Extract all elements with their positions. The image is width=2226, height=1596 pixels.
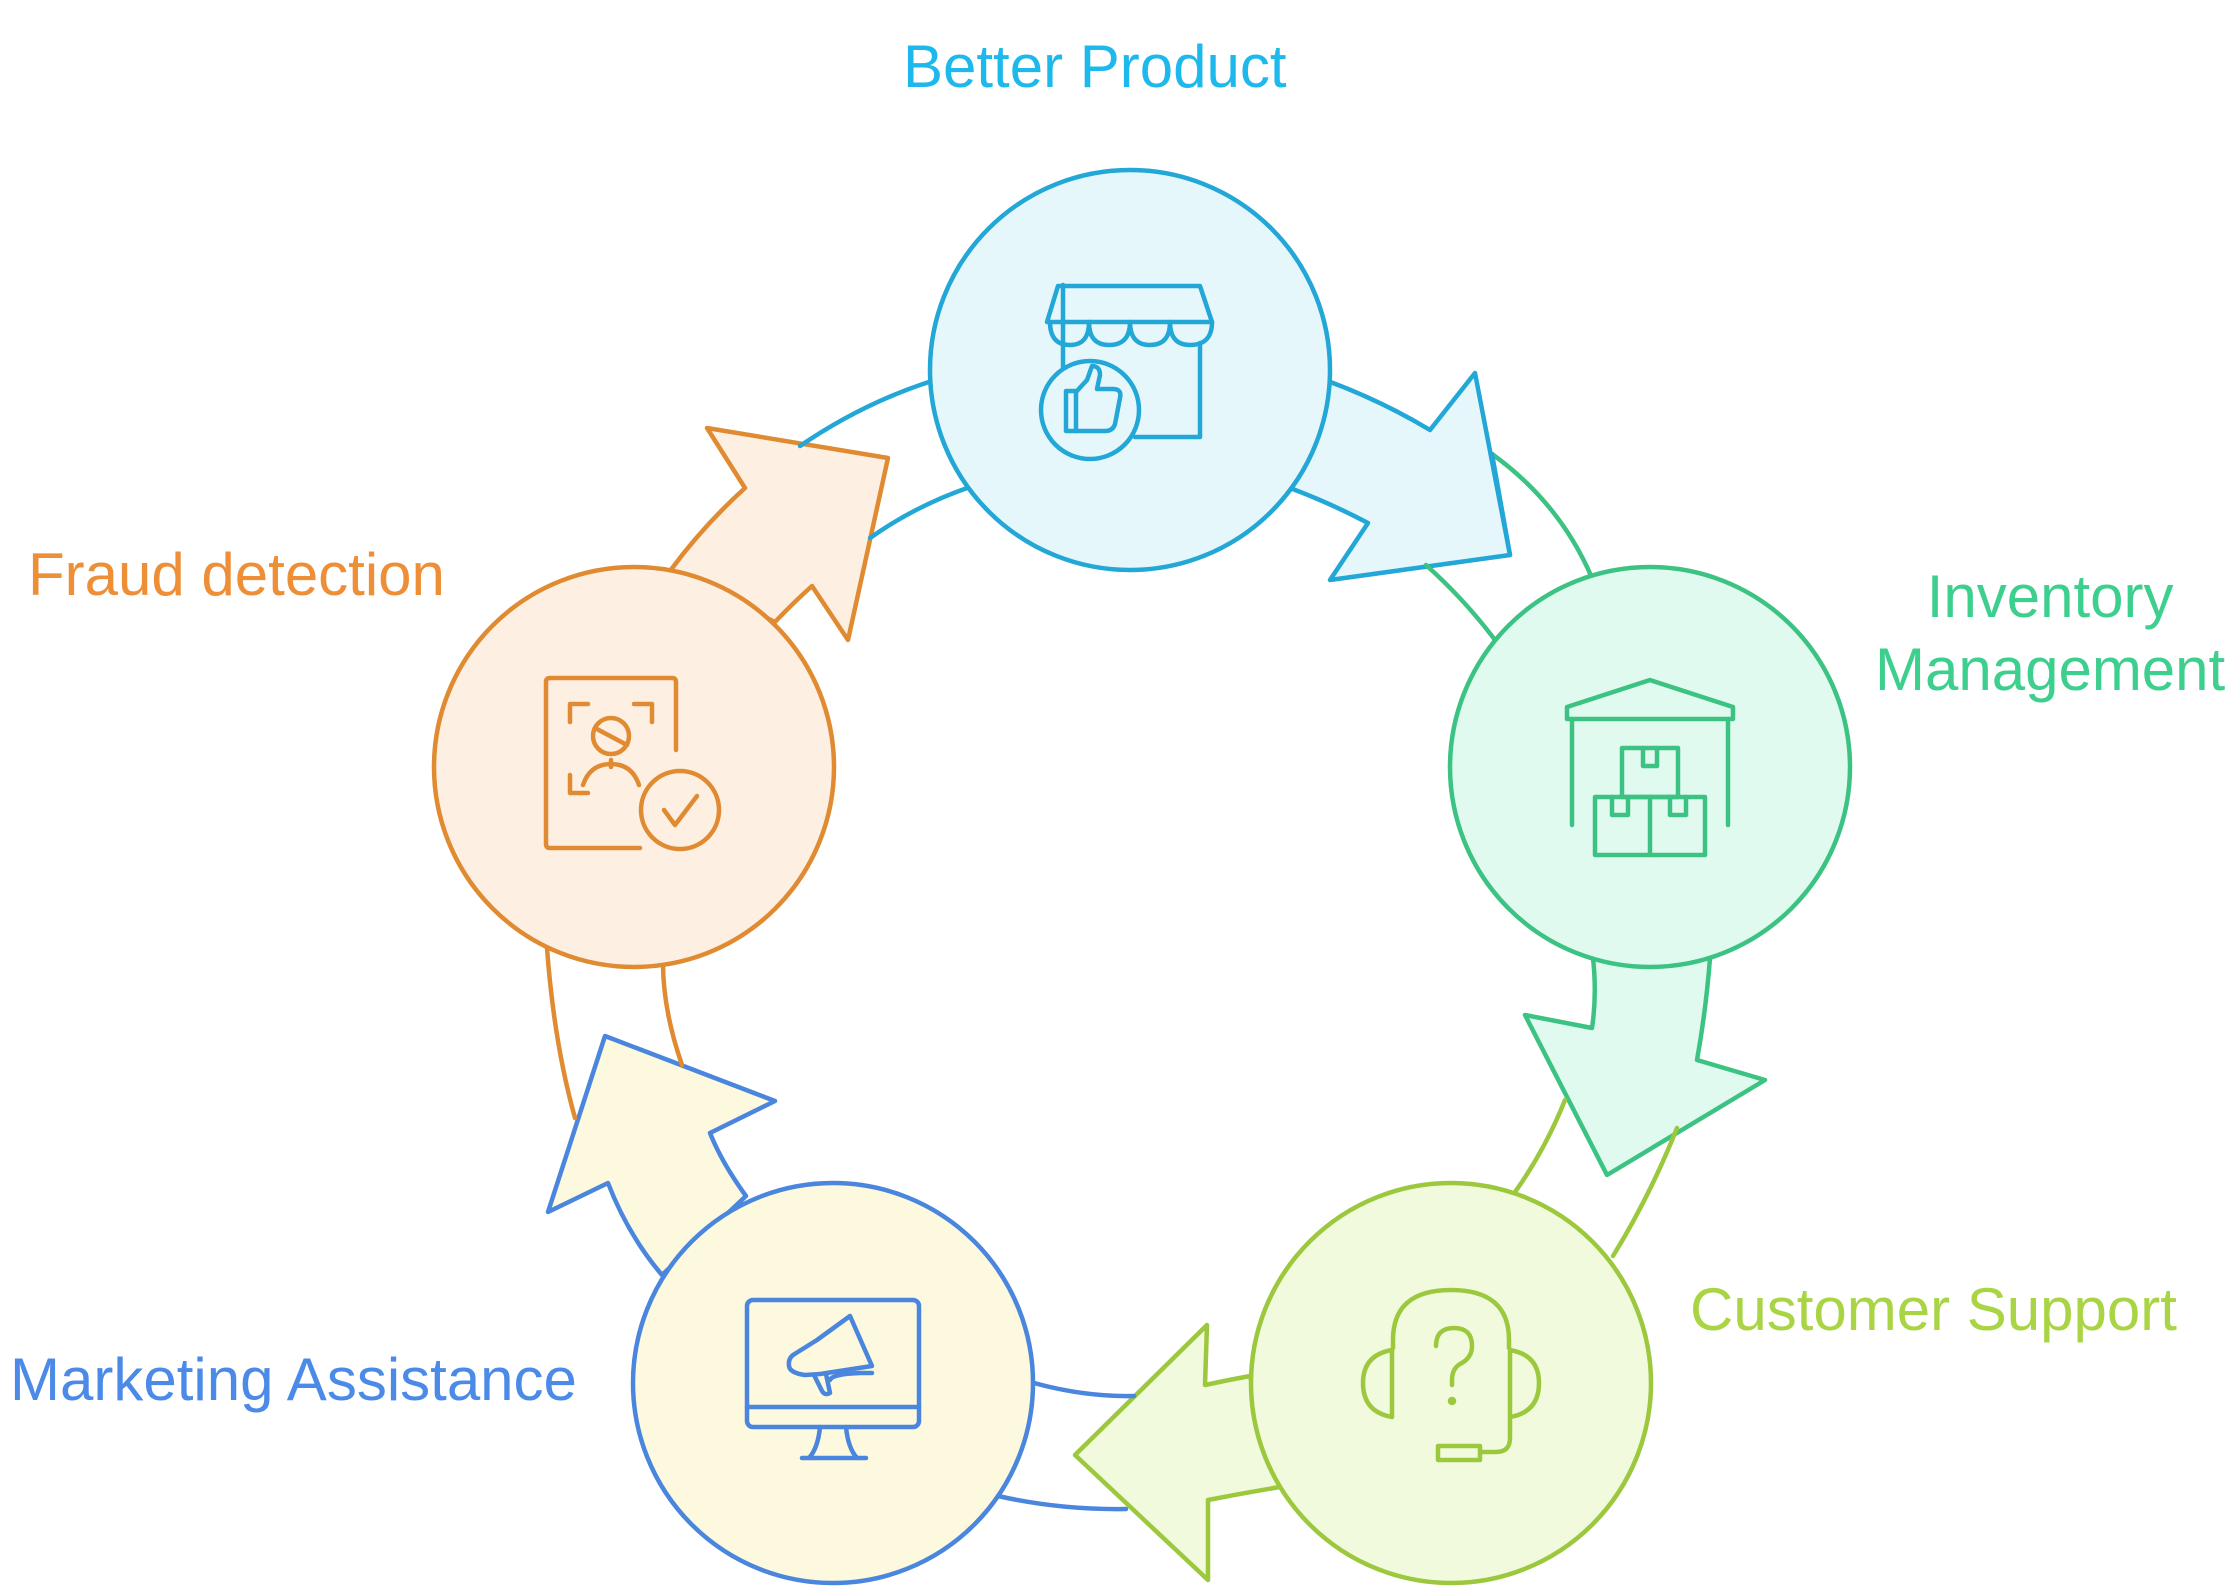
label-fraud-detection: Fraud detection (28, 541, 445, 608)
label-customer-support: Customer Support (1690, 1276, 2177, 1343)
node-circle-better-product (927, 167, 1333, 573)
label-better-product: Better Product (903, 33, 1287, 100)
node-circle-fraud-detection (431, 564, 837, 970)
headset-question-icon (1360, 1287, 1542, 1463)
arrow-inventory-to-customer-support (1512, 955, 1768, 1259)
label-marketing-assistance: Marketing Assistance (10, 1346, 577, 1413)
storefront-thumbs-up-icon (1038, 282, 1215, 462)
label-inventory-management: Inventory Management (1875, 560, 2225, 706)
label-inventory-line-1: Inventory (1926, 563, 2174, 630)
arrow-marketing-to-fraud-detection (544, 945, 778, 1278)
face-scan-check-icon (543, 675, 722, 852)
label-inventory-line-2: Management (1875, 636, 2226, 704)
arrow-better-product-to-inventory (1287, 370, 1595, 643)
arrow-customer-support-to-marketing (995, 1322, 1283, 1583)
warehouse-boxes-icon (1564, 677, 1736, 858)
monitor-megaphone-icon (744, 1297, 922, 1461)
